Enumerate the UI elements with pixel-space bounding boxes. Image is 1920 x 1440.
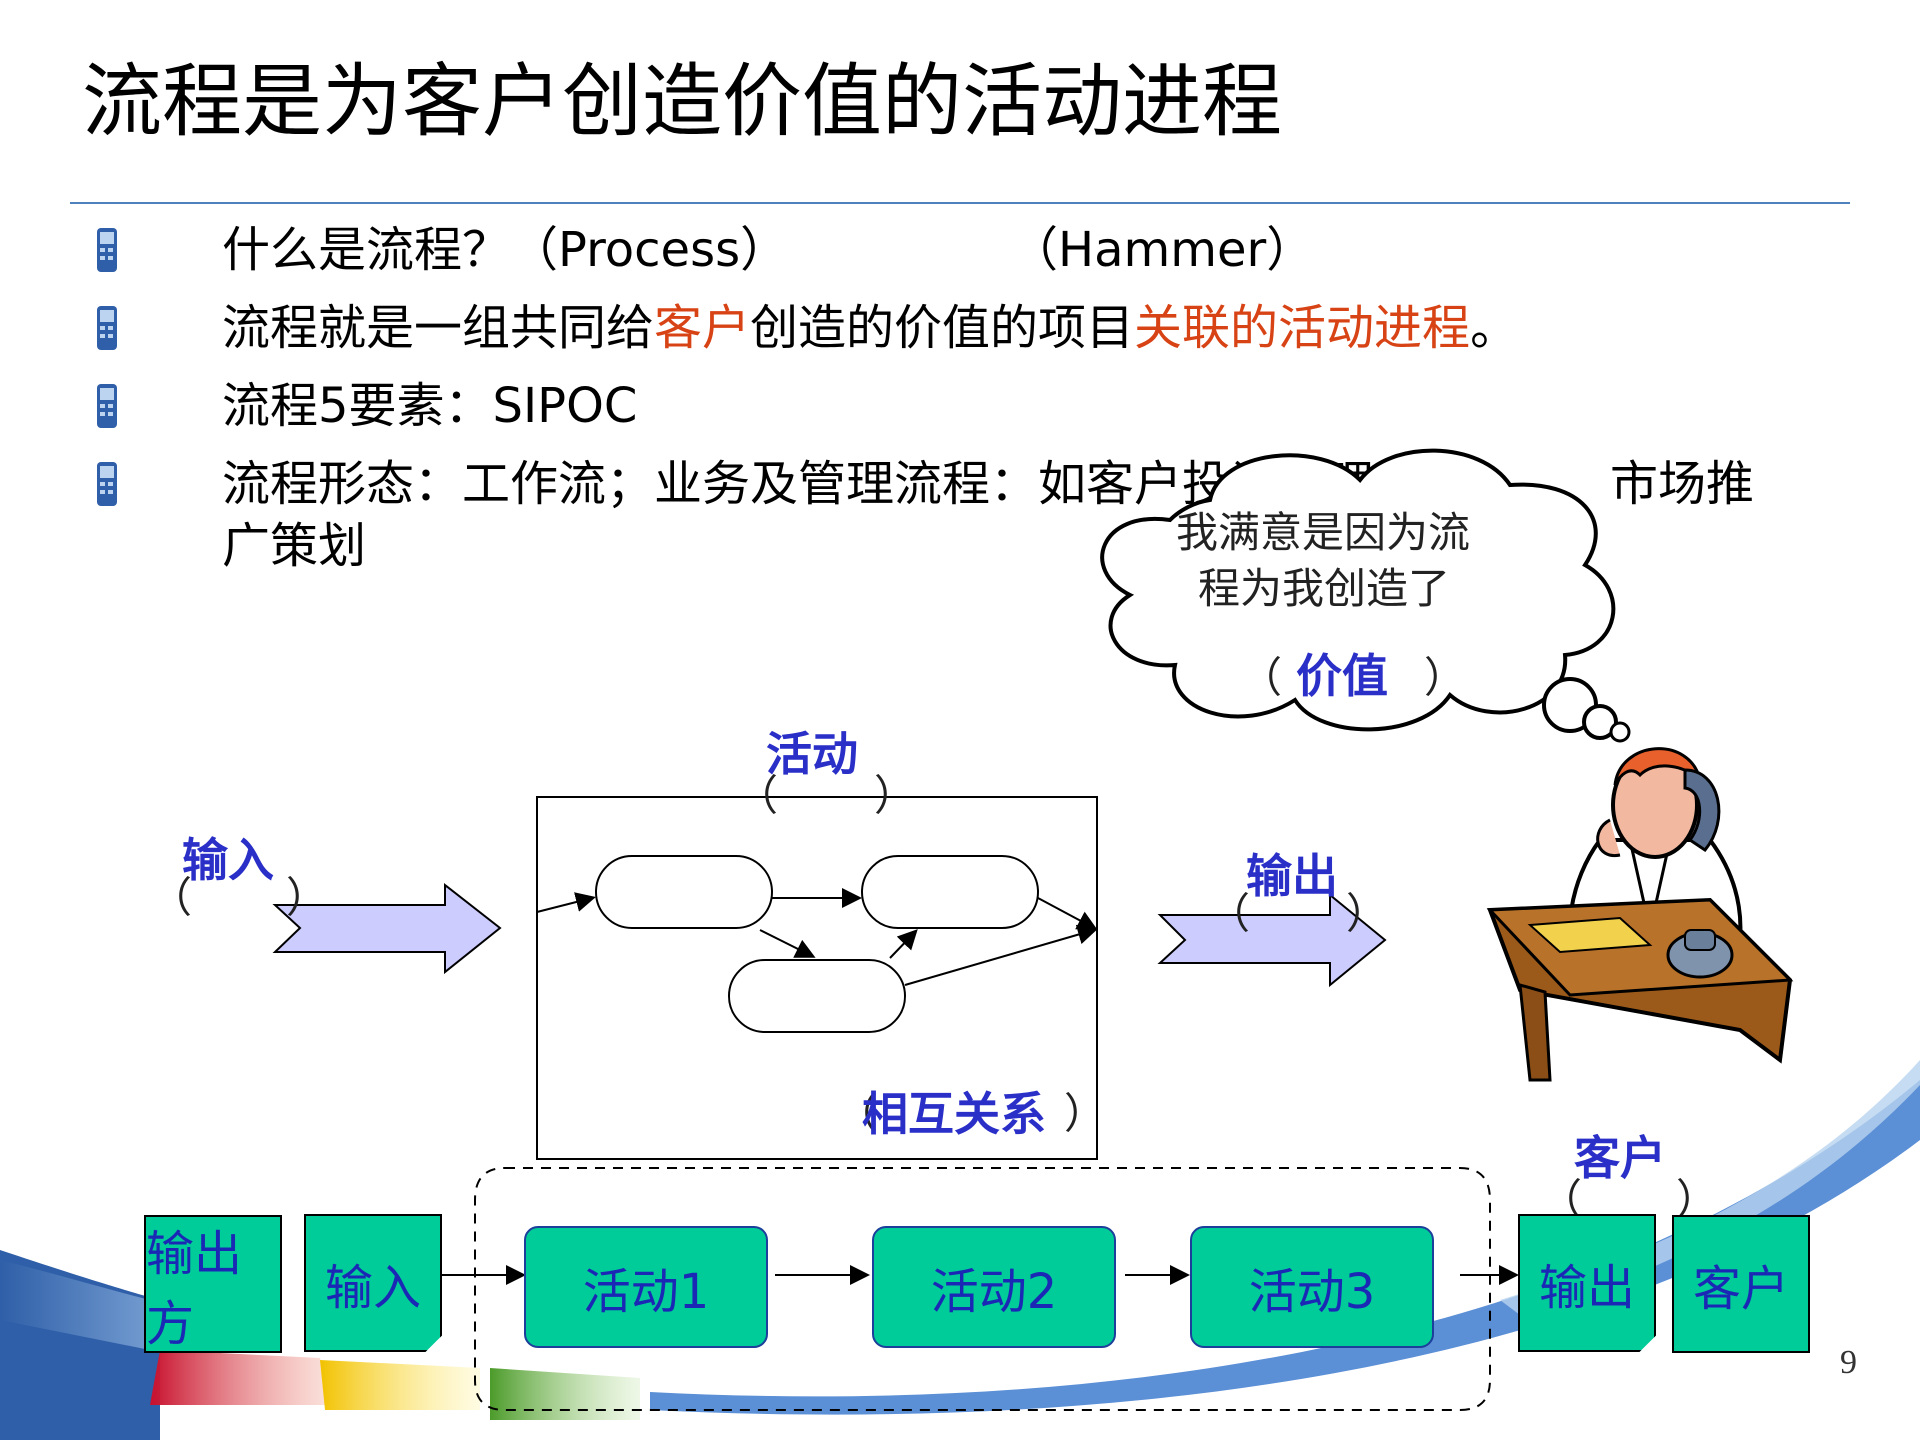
- cloud-paren-open: （: [1240, 653, 1283, 702]
- bullet-4-line-1: 流程形态：工作流；业务及管理流程：如客户投诉处理: [222, 456, 1375, 512]
- output-paren-open: （: [1208, 889, 1251, 938]
- input-paren-open: （: [150, 873, 193, 922]
- bullet-4-line-2: 广策划: [222, 518, 367, 574]
- customer-on-phone-icon: [1486, 747, 1794, 1082]
- bullet-2-highlight: 关联的活动进程: [1134, 300, 1471, 356]
- bullet-2-customer: 客户: [654, 300, 751, 356]
- bullet-1-author: （Hammer）: [1010, 222, 1315, 278]
- swoosh-yellow: [320, 1360, 480, 1410]
- bullet-3: 流程5要素：SIPOC: [222, 378, 638, 434]
- cloud-value-label: 价值: [1296, 649, 1388, 703]
- slide-title: 流程是为客户创造价值的活动进程: [82, 55, 1282, 148]
- activity-group-outline: [474, 1167, 1491, 1411]
- activity-1-box: 活动1: [524, 1226, 768, 1348]
- title-divider: [70, 202, 1850, 204]
- activity-node: [728, 959, 906, 1033]
- activity-label: 活动: [766, 727, 858, 781]
- activity-node: [861, 855, 1039, 929]
- bullet-1: 什么是流程？（Process）: [222, 220, 788, 280]
- output-block-arrow-icon: [1157, 892, 1387, 988]
- swoosh-green: [490, 1368, 640, 1420]
- supplier-box: 输出方: [144, 1215, 282, 1353]
- relation-paren-open: （: [836, 1089, 879, 1138]
- customer-box: 客户: [1672, 1215, 1810, 1353]
- activity-paren-close: ）: [874, 771, 917, 820]
- page-number: 9: [1840, 1344, 1857, 1381]
- swoosh-red: [150, 1350, 330, 1405]
- input-paren-close: ）: [286, 873, 329, 922]
- phone-bullet-icon: [97, 306, 117, 350]
- bullet-2-part-c: 创造的价值的项目: [750, 300, 1135, 356]
- bullet-2: 流程就是一组共同给客户创造的价值的项目关联的活动进程。: [222, 298, 1518, 358]
- relation-label: 相互关系: [862, 1087, 1046, 1141]
- activity-node: [595, 855, 773, 929]
- customer-label: 客户: [1574, 1131, 1666, 1185]
- output-label: 输出: [1246, 849, 1338, 903]
- input-document-box: 输入: [304, 1214, 442, 1352]
- phone-bullet-icon: [97, 228, 117, 272]
- input-label: 输入: [182, 833, 274, 887]
- bullet-2-period: 。: [1470, 300, 1519, 356]
- output-document-box: 输出: [1518, 1214, 1656, 1352]
- cloud-line-1: 我满意是因为流: [1176, 508, 1471, 557]
- phone-bullet-icon: [97, 462, 117, 506]
- activity-2-box: 活动2: [872, 1226, 1116, 1348]
- activity-paren-open: （: [736, 771, 779, 820]
- relation-paren-close: ）: [1064, 1089, 1107, 1138]
- cloud-line-2: 程为我创造了: [1198, 564, 1451, 613]
- thinking-cloud-icon: [1100, 448, 1631, 743]
- bullet-4-continued: 市场推: [1610, 456, 1755, 512]
- phone-bullet-icon: [97, 384, 117, 428]
- activity-3-box: 活动3: [1190, 1226, 1434, 1348]
- bullet-2-part-a: 流程就是一组共同给: [222, 300, 655, 356]
- cloud-paren-close: ）: [1424, 653, 1467, 702]
- input-block-arrow-icon: [272, 882, 502, 975]
- bullet-1-text: 什么是流程？（Process）: [222, 222, 789, 278]
- output-paren-close: ）: [1346, 889, 1389, 938]
